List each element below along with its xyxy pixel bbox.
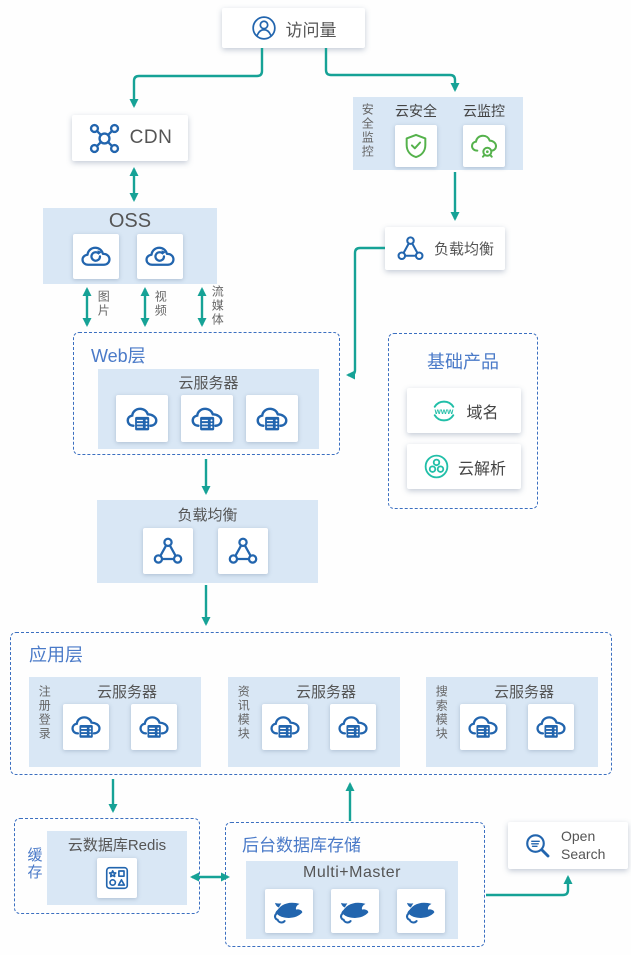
register-login-label: 注册登录 xyxy=(37,685,52,741)
oss-title: OSS xyxy=(108,210,152,232)
cdn-network-icon xyxy=(88,122,121,155)
web-layer-container: Web层 云服务器 xyxy=(73,332,340,455)
load-balancer-tile xyxy=(143,528,193,574)
cloud-server-tile xyxy=(131,704,177,750)
cloud-server-icon xyxy=(336,710,370,744)
basic-products-container: 基础产品 域名 云解析 xyxy=(388,333,538,509)
redis-group: 云数据库Redis xyxy=(47,831,187,905)
load-balancer-tile xyxy=(218,528,268,574)
load-balancer-icon xyxy=(152,535,184,567)
news-module-label: 资讯模块 xyxy=(236,685,251,741)
cloud-monitor-label: 云监控 xyxy=(463,103,505,119)
cloud-server-tile xyxy=(63,704,109,750)
arrow-visits-to-cdn xyxy=(129,48,264,108)
cloud-server-icon xyxy=(137,710,171,744)
news-module: 资讯模块 云服务器 xyxy=(228,677,400,767)
arrow-visits-to-security xyxy=(324,48,460,92)
arrow-backend-to-opensearch xyxy=(486,875,573,897)
load-balancer-label: 负载均衡 xyxy=(433,241,494,258)
web-server-group-label: 云服务器 xyxy=(178,375,239,392)
cloud-server-tile xyxy=(460,704,506,750)
cloud-security-tile xyxy=(395,125,437,167)
app-layer-container: 应用层 注册登录 云服务器 资讯模块 云服务器 搜索模块 云服务器 xyxy=(10,632,612,775)
redis-group-label: 云数据库Redis xyxy=(67,837,167,854)
dolphin-database-icon xyxy=(404,894,438,928)
dolphin-database-icon xyxy=(272,894,306,928)
register-login-module: 注册登录 云服务器 xyxy=(29,677,201,767)
open-search-label: Open Search xyxy=(561,828,606,862)
oss-storage-tile xyxy=(137,234,183,279)
load-balancer-icon xyxy=(227,535,259,567)
arrow-lb-to-web xyxy=(346,246,385,380)
oss-storage-tile xyxy=(73,234,119,279)
web-layer-title: Web层 xyxy=(91,346,146,366)
cdn-node: CDN xyxy=(72,115,188,161)
module-server-label: 云服务器 xyxy=(295,684,356,701)
security-side-label: 安全监控 xyxy=(360,103,375,159)
cloud-server-icon xyxy=(466,710,500,744)
cloud-server-tile xyxy=(246,395,298,442)
shield-check-icon xyxy=(402,132,430,160)
mysql-tile xyxy=(265,889,313,933)
cloud-server-tile xyxy=(262,704,308,750)
domain-label: 域名 xyxy=(466,404,499,422)
search-module-label: 搜索模块 xyxy=(434,685,449,741)
web-server-group: 云服务器 xyxy=(98,369,319,449)
multi-master-label: Multi+Master xyxy=(302,864,402,881)
cdn-label: CDN xyxy=(129,127,173,148)
app-layer-title: 应用层 xyxy=(29,645,83,665)
cloud-server-tile xyxy=(330,704,376,750)
visits-node: 访问量 xyxy=(222,8,365,48)
person-icon xyxy=(251,15,277,41)
mysql-tile xyxy=(397,889,445,933)
backend-db-title: 后台数据库存储 xyxy=(242,836,361,855)
oss-panel: OSS xyxy=(43,208,217,284)
basic-products-title: 基础产品 xyxy=(427,352,499,372)
channel-label-streaming: 流媒体 xyxy=(210,285,225,327)
cloud-server-icon xyxy=(189,401,225,437)
cloud-monitor-group: 云监控 xyxy=(453,101,515,167)
dns-resolver-icon xyxy=(422,452,451,481)
multi-master-group: Multi+Master xyxy=(246,861,458,939)
cloud-security-group: 云安全 xyxy=(385,101,447,167)
cloud-monitor-icon xyxy=(468,130,500,162)
cloud-server-tile xyxy=(116,395,168,442)
open-search-node: Open Search xyxy=(508,822,628,869)
search-magnifier-icon xyxy=(523,831,553,861)
search-module: 搜索模块 云服务器 xyxy=(426,677,598,767)
load-balancer-group: 负载均衡 xyxy=(97,500,318,583)
dolphin-database-icon xyxy=(338,894,372,928)
visits-label: 访问量 xyxy=(285,20,337,40)
www-globe-icon xyxy=(429,396,459,426)
cloud-sync-icon xyxy=(143,240,177,274)
cloud-server-tile xyxy=(181,395,233,442)
cloud-server-icon xyxy=(124,401,160,437)
channel-label-video: 视频 xyxy=(153,290,168,318)
dns-label: 云解析 xyxy=(457,460,506,478)
cloud-server-tile xyxy=(528,704,574,750)
load-balancer-group-label: 负载均衡 xyxy=(177,507,238,524)
cache-container: 缓存 云数据库Redis xyxy=(14,818,200,914)
load-balancer-node: 负载均衡 xyxy=(385,227,505,270)
cloud-server-icon xyxy=(268,710,302,744)
cache-side-label: 缓存 xyxy=(25,847,43,881)
cloud-server-icon xyxy=(69,710,103,744)
load-balancer-icon xyxy=(396,234,425,263)
redis-tile xyxy=(97,858,137,898)
security-monitoring-panel: 安全监控 云安全 云监控 xyxy=(353,97,523,170)
cloud-security-label: 云安全 xyxy=(395,103,437,119)
dns-node: 云解析 xyxy=(407,444,521,489)
mysql-tile xyxy=(331,889,379,933)
redis-shapes-icon xyxy=(103,864,131,892)
domain-node: 域名 xyxy=(407,388,521,433)
cloud-server-icon xyxy=(534,710,568,744)
cloud-server-icon xyxy=(254,401,290,437)
channel-label-images: 图片 xyxy=(96,290,111,318)
backend-db-container: 后台数据库存储 Multi+Master xyxy=(225,822,485,947)
cloud-sync-icon xyxy=(79,240,113,274)
module-server-label: 云服务器 xyxy=(96,684,157,701)
module-server-label: 云服务器 xyxy=(493,684,554,701)
cloud-monitor-tile xyxy=(463,125,505,167)
